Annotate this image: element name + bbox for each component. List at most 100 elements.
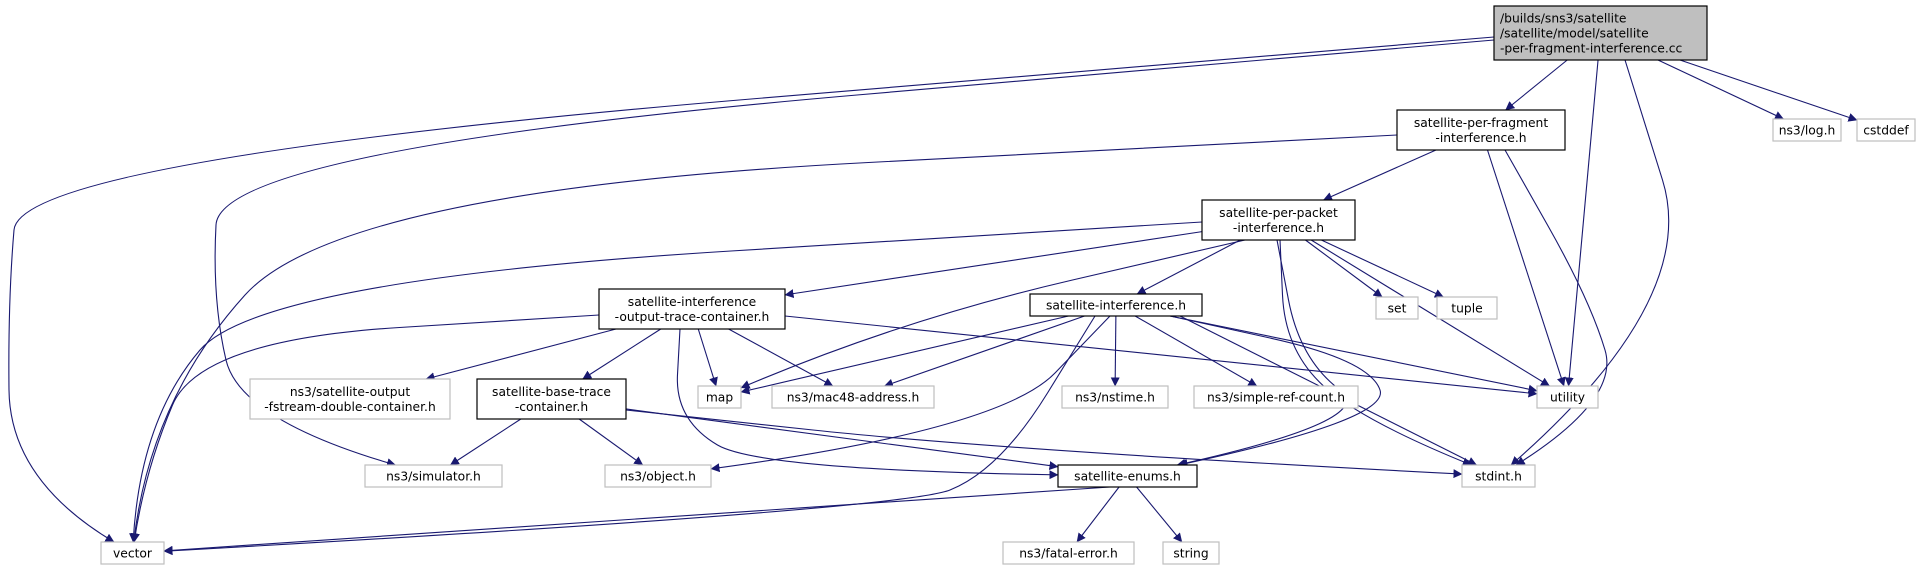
node-tuple: tuple: [1436, 296, 1498, 320]
node-base-trace-h[interactable]: satellite-base-trace-container.h: [476, 378, 627, 420]
node-fstream-h: ns3/satellite-output-fstream-double-cont…: [249, 378, 451, 420]
edge-packet-h-to-out-trace-h: [784, 231, 1203, 299]
node-label: ns3/fatal-error.h: [1019, 546, 1118, 560]
edge-out-trace-h-to-enums-h: [676, 328, 1059, 480]
edge-frag-h-to-vector: [130, 134, 1398, 543]
edge-root-to-utility: [1564, 59, 1599, 387]
node-cstddef: cstddef: [1856, 118, 1916, 142]
edge-packet-h-to-vector: [129, 221, 1203, 543]
edge-packet-h-to-tuple: [1321, 239, 1444, 298]
edge-root-to-frag-h: [1505, 59, 1568, 111]
node-box: [1856, 118, 1916, 142]
node-label: ns3/simulator.h: [386, 469, 481, 483]
edge-base-trace-h-to-object-h: [578, 418, 644, 466]
edge-packet-h-to-stdint-h: [1279, 239, 1472, 466]
edge-out-trace-h-to-mac48-h: [728, 328, 834, 387]
edge-out-trace-h-to-utility: [784, 315, 1538, 398]
edge-enums-h-to-vector: [163, 486, 1111, 555]
node-label: stdint.h: [1475, 469, 1522, 483]
node-object-h: ns3/object.h: [604, 464, 712, 488]
edge-interf-h-to-map: [740, 315, 1069, 395]
node-string: string: [1162, 541, 1220, 565]
node-box: [1201, 199, 1356, 241]
edge-interf-h-to-enums-h: [1169, 315, 1381, 468]
node-box: [697, 385, 742, 409]
node-box: [1436, 296, 1498, 320]
node-label: satellite-per-packet: [1219, 206, 1338, 220]
edge-frag-h-to-utility: [1486, 149, 1566, 387]
node-utility: utility: [1536, 385, 1599, 409]
node-enums-h[interactable]: satellite-enums.h: [1057, 464, 1198, 488]
node-box: [249, 378, 451, 420]
edge-interf-h-to-utility: [1169, 315, 1538, 394]
node-vector: vector: [100, 541, 165, 565]
node-log-h: ns3/log.h: [1772, 118, 1842, 142]
node-label: ns3/log.h: [1779, 123, 1836, 137]
node-interf-h[interactable]: satellite-interference.h: [1029, 293, 1203, 317]
node-label: -container.h: [515, 400, 588, 414]
node-out-trace-h[interactable]: satellite-interference-output-trace-cont…: [598, 288, 786, 330]
node-box: [1057, 464, 1198, 488]
node-label: map: [706, 390, 734, 404]
node-box: [598, 288, 786, 330]
node-simulator-h: ns3/simulator.h: [364, 464, 503, 488]
node-label: -fstream-double-container.h: [264, 400, 435, 414]
node-refcount-h: ns3/simple-ref-count.h: [1193, 385, 1359, 409]
node-packet-h[interactable]: satellite-per-packet-interference.h: [1201, 199, 1356, 241]
node-label: satellite-base-trace: [492, 385, 611, 399]
node-box: [1396, 109, 1566, 151]
edge-interf-h-to-refcount-h: [1134, 315, 1258, 387]
edge-root-to-stdint-h: [1510, 59, 1670, 466]
node-label: -output-trace-container.h: [615, 310, 770, 324]
node-label: ns3/simple-ref-count.h: [1207, 390, 1345, 404]
node-label: set: [1388, 301, 1407, 315]
edge-interf-h-to-mac48-h: [884, 315, 1085, 388]
node-box: [1162, 541, 1220, 565]
node-frag-h[interactable]: satellite-per-fragment-interference.h: [1396, 109, 1566, 151]
node-label: satellite-interference.h: [1046, 298, 1186, 312]
edge-enums-h-to-string: [1136, 486, 1183, 543]
node-root[interactable]: /builds/sns3/satellite/satellite/model/s…: [1493, 5, 1708, 61]
node-label: ns3/mac48-address.h: [787, 390, 920, 404]
node-label: /satellite/model/satellite: [1500, 26, 1649, 40]
edge-root-to-cstddef: [1679, 59, 1858, 122]
edge-out-trace-h-to-map: [697, 328, 718, 387]
edge-packet-h-to-map: [740, 239, 1246, 389]
node-box: [1002, 541, 1135, 565]
node-box: [1536, 385, 1599, 409]
node-label: vector: [113, 546, 153, 560]
node-box: [604, 464, 712, 488]
edge-packet-h-to-enums-h: [1176, 239, 1348, 468]
node-label: /builds/sns3/satellite: [1500, 11, 1626, 25]
node-box: [1061, 385, 1169, 409]
edge-packet-h-to-utility: [1310, 239, 1550, 387]
node-label: -per-fragment-interference.cc: [1500, 41, 1682, 55]
node-box: [1493, 5, 1708, 61]
node-box: [364, 464, 503, 488]
edge-interf-h-to-object-h: [710, 315, 1111, 473]
node-stdint-h: stdint.h: [1461, 464, 1536, 488]
node-label: -interference.h: [1233, 221, 1324, 235]
edge-base-trace-h-to-enums-h: [625, 408, 1059, 471]
node-label: utility: [1550, 390, 1585, 404]
edge-packet-h-to-interf-h: [1136, 239, 1241, 295]
node-map: map: [697, 385, 742, 409]
node-fatal-h: ns3/fatal-error.h: [1002, 541, 1135, 565]
edge-interf-h-to-stdint-h: [1179, 315, 1478, 466]
edge-root-to-vector: [8, 36, 1495, 543]
node-box: [1772, 118, 1842, 142]
edge-out-trace-h-to-vector: [130, 314, 600, 543]
node-label: satellite-per-fragment: [1414, 116, 1549, 130]
node-layer: /builds/sns3/satellite/satellite/model/s…: [100, 5, 1916, 565]
edge-packet-h-to-set: [1305, 239, 1383, 298]
node-box: [1193, 385, 1359, 409]
node-box: [771, 385, 935, 409]
edge-interf-h-to-nstime-h: [1110, 315, 1120, 387]
node-nstime-h: ns3/nstime.h: [1061, 385, 1169, 409]
edge-enums-h-to-fatal-h: [1076, 486, 1120, 543]
node-label: -interference.h: [1435, 131, 1526, 145]
node-label: ns3/satellite-output: [290, 385, 411, 399]
node-label: cstddef: [1863, 123, 1909, 137]
node-label: string: [1173, 546, 1208, 560]
